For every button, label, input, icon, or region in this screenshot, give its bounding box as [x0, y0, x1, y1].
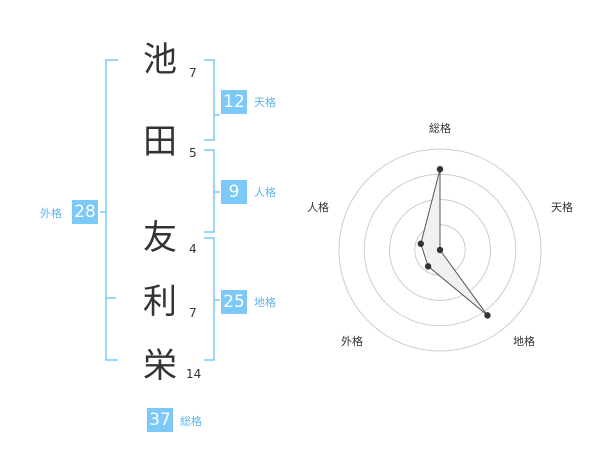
- tenkaku-value-badge: 12: [221, 90, 247, 114]
- soukaku-label: 総格: [180, 415, 202, 428]
- radar-point-1: [436, 166, 444, 173]
- jinkaku-value-badge: 9: [221, 180, 247, 204]
- tenkaku-bracket: [204, 59, 215, 141]
- gaikaku-bracket: [105, 59, 118, 361]
- radar-grid-ring-4: [338, 148, 542, 352]
- name-char-5: 栄: [143, 346, 177, 386]
- chikaku-bracket: [204, 237, 215, 361]
- chikaku-value-badge: 25: [221, 290, 247, 314]
- gaikaku-value-badge: 28: [72, 200, 98, 224]
- name-char-2: 田: [143, 122, 177, 162]
- radar-axis-label-chikaku: 地格: [513, 335, 535, 348]
- jinkaku-label: 人格: [254, 186, 276, 199]
- radar-point-5: [417, 240, 424, 247]
- stroke-count-4: 7: [189, 306, 197, 320]
- stroke-count-2: 5: [189, 146, 197, 160]
- radar-point-4: [424, 263, 432, 270]
- chikaku-label: 地格: [254, 296, 276, 309]
- name-char-1: 池: [143, 40, 177, 80]
- jinkaku-bracket: [204, 149, 215, 233]
- radar-axis-label-jinkaku: 人格: [307, 201, 329, 214]
- gaikaku-label: 外格: [40, 207, 62, 220]
- tenkaku-label: 天格: [254, 96, 276, 109]
- radar-point-3: [484, 312, 491, 319]
- name-char-4: 利: [143, 282, 177, 322]
- name-char-3: 友: [143, 218, 177, 258]
- stroke-count-3: 4: [189, 242, 197, 256]
- stroke-count-1: 7: [189, 66, 197, 80]
- radar-point-2: [436, 246, 444, 254]
- radar-axis-label-soukaku: 総格: [429, 122, 451, 135]
- radar-axis-label-gaikaku: 外格: [341, 335, 363, 348]
- stroke-count-5: 14: [186, 367, 202, 381]
- radar-value-polygon: [420, 169, 488, 316]
- radar-axis-label-tenkaku: 天格: [551, 201, 573, 214]
- soukaku-value-badge: 37: [147, 408, 173, 432]
